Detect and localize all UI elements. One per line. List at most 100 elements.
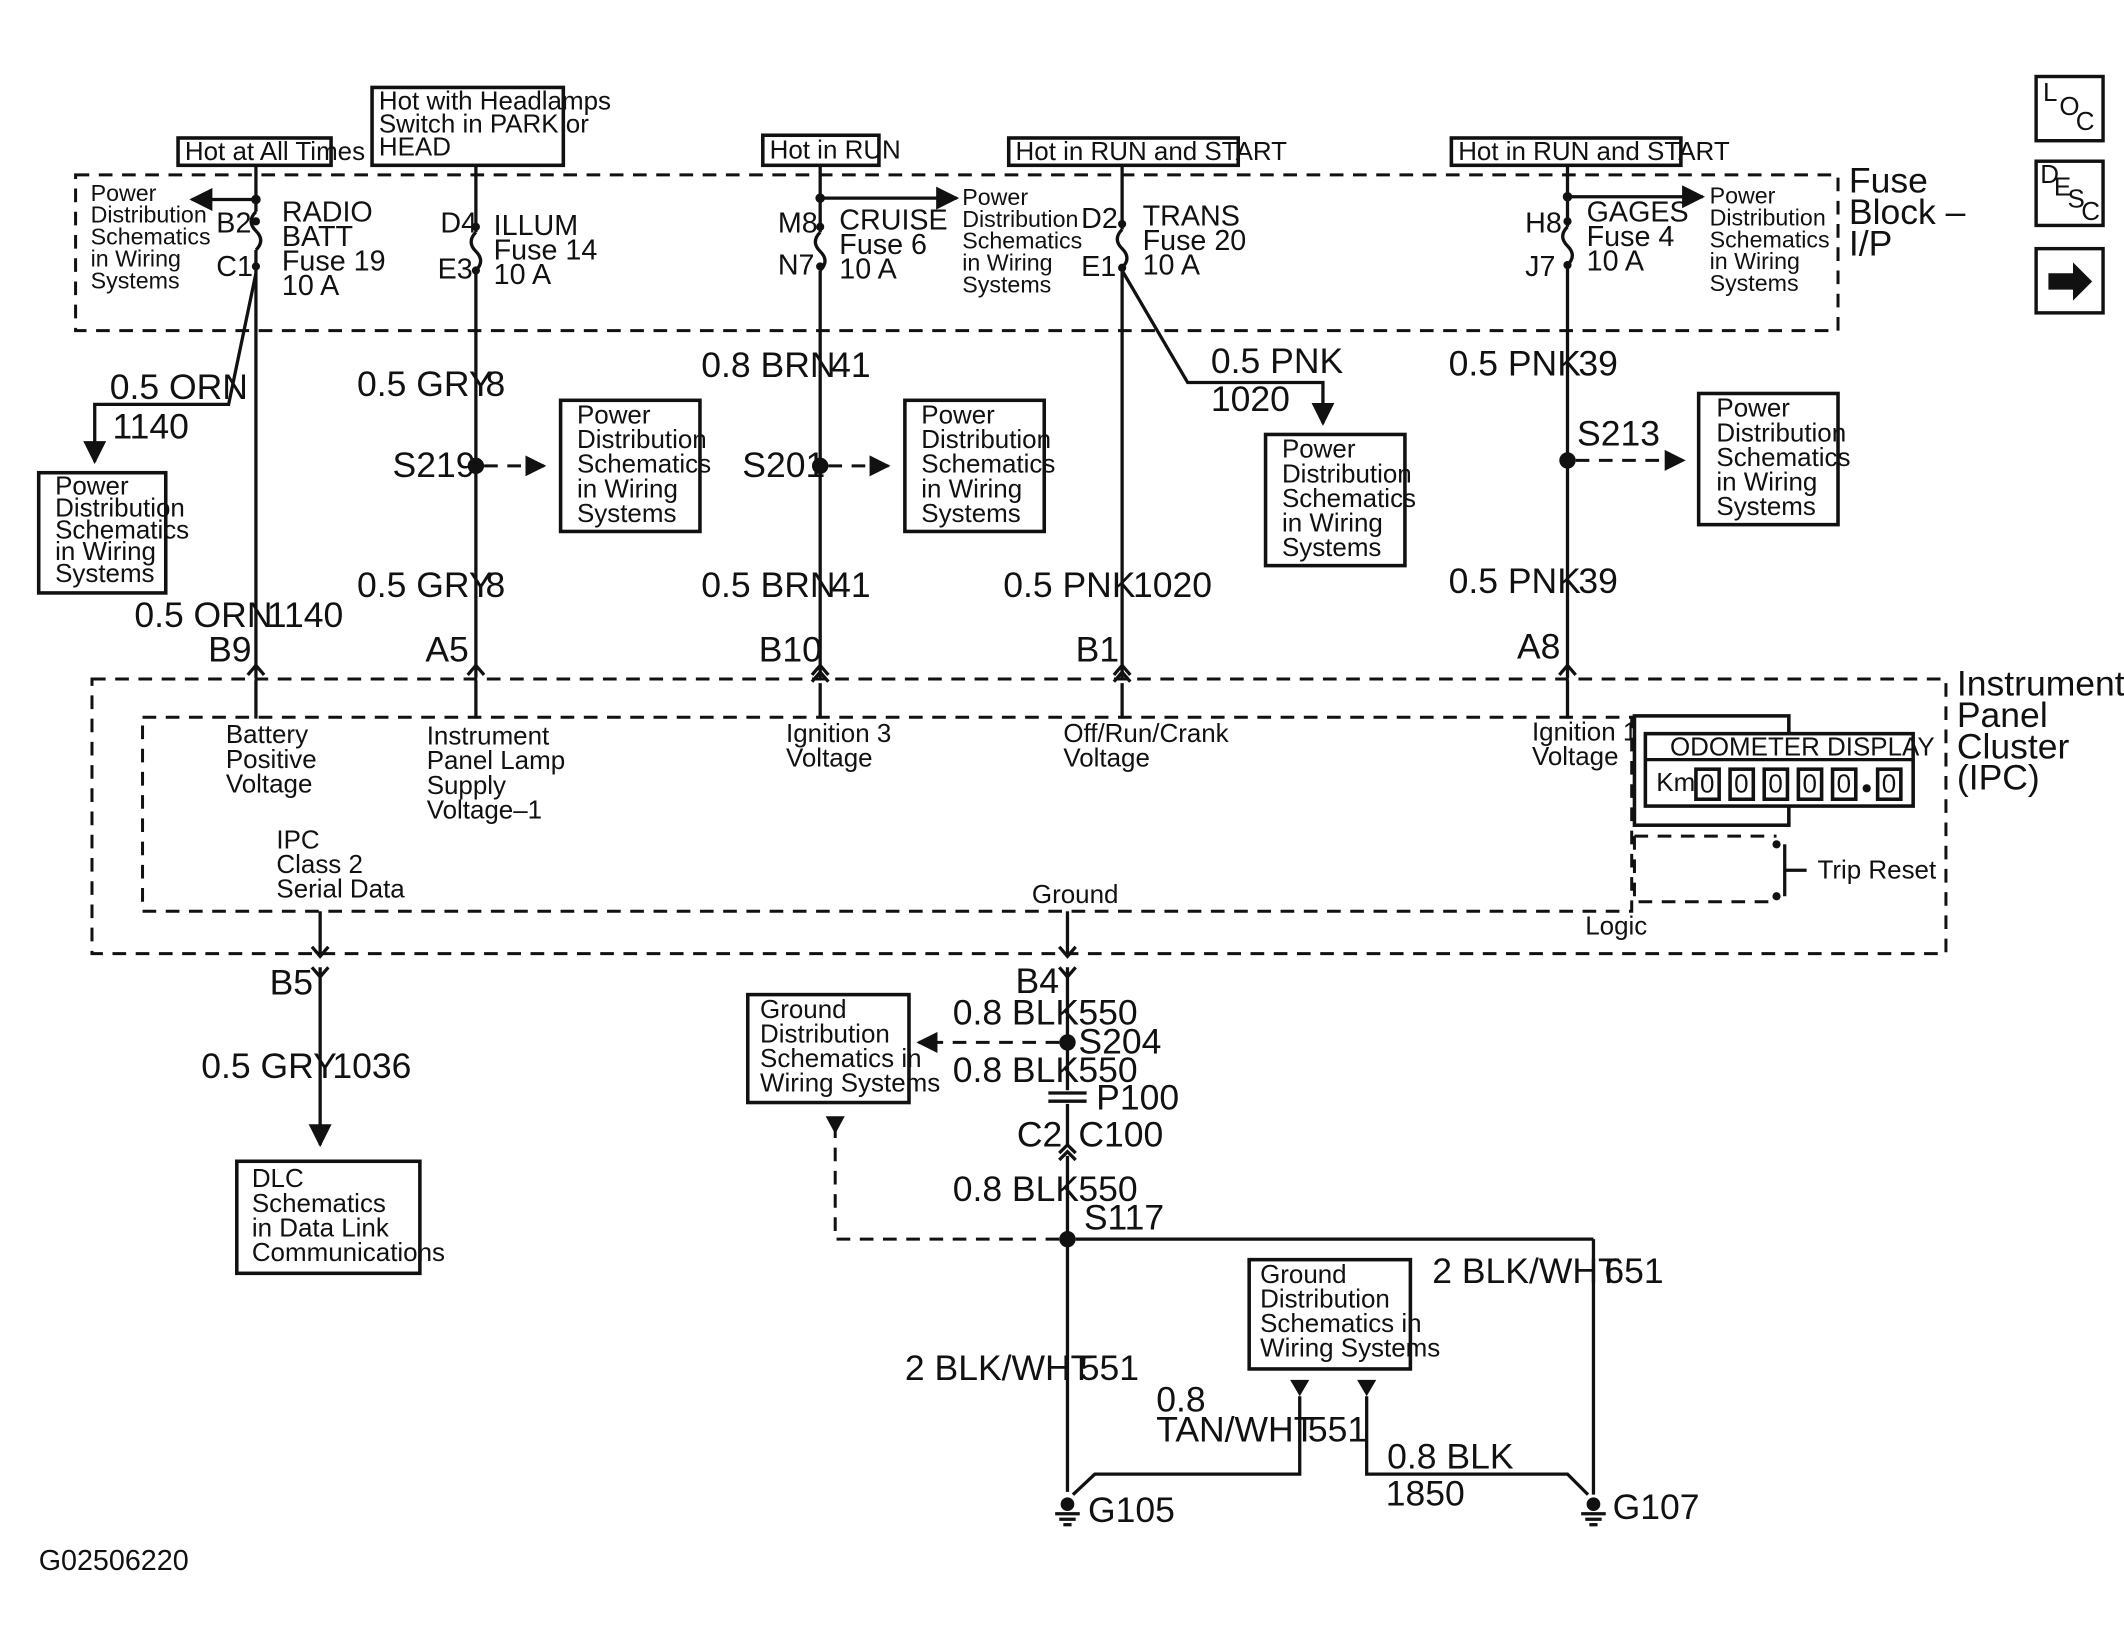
- svg-text:A5: A5: [425, 629, 468, 669]
- svg-text:10 A: 10 A: [1143, 250, 1201, 282]
- trip-reset-switch: Trip Reset: [1632, 834, 1937, 904]
- svg-text:Distribution: Distribution: [760, 1020, 890, 1048]
- ipc-input-battery: Battery Positive Voltage: [226, 721, 317, 798]
- svg-text:in Wiring: in Wiring: [1282, 509, 1383, 537]
- svg-text:Voltage: Voltage: [226, 770, 313, 798]
- ipc-input-ign1: Ignition 1 Voltage: [1532, 718, 1637, 771]
- splice-s213: S213: [1559, 413, 1686, 471]
- svg-text:C2: C2: [1017, 1114, 1062, 1154]
- svg-text:Distribution: Distribution: [921, 426, 1051, 454]
- power-dist-box-s201: Power Distribution Schematics in Wiring …: [903, 398, 1055, 534]
- svg-text:41: 41: [831, 345, 871, 385]
- hot-label-headlamps: Hot with Headlamps Switch in PARK or HEA…: [370, 85, 611, 168]
- splice-s201: S201: [742, 445, 891, 485]
- svg-text:Distribution: Distribution: [1710, 204, 1826, 230]
- fuse-block-label: Fuse Block – I/P: [1849, 161, 1966, 264]
- svg-text:Hot with Headlamps: Hot with Headlamps: [379, 87, 611, 115]
- svg-text:Fuse: Fuse: [1849, 161, 1928, 201]
- dlc-box: DLC Schematics in Data Link Communicatio…: [235, 1159, 445, 1276]
- ipc-logic-label: Logic: [1585, 912, 1647, 940]
- svg-text:G105: G105: [1088, 1490, 1175, 1530]
- svg-text:BATT: BATT: [282, 221, 353, 253]
- svg-text:41: 41: [831, 565, 871, 605]
- svg-text:10 A: 10 A: [839, 254, 897, 286]
- svg-text:1020: 1020: [1133, 565, 1212, 605]
- ipc-input-offrun: Off/Run/Crank Voltage: [1063, 720, 1228, 773]
- svg-text:Class 2: Class 2: [276, 851, 363, 879]
- power-dist-note-cruise: Power Distribution Schematics in Wiring …: [962, 184, 1082, 297]
- ipc-inner-boundary: [141, 715, 1634, 913]
- svg-text:Voltage: Voltage: [1532, 743, 1619, 771]
- odometer-digits: 0 0 0 0 0 0: [1694, 767, 1903, 802]
- svg-text:0.5 ORN: 0.5 ORN: [110, 367, 248, 407]
- svg-text:D: D: [2040, 161, 2059, 189]
- svg-text:IPC: IPC: [276, 826, 319, 854]
- svg-text:Schematics in: Schematics in: [760, 1045, 921, 1073]
- svg-text:CRUISE: CRUISE: [839, 205, 947, 237]
- wire-label-pnk-39: 0.5 PNK 39 0.5 PNK 39 A8: [1449, 344, 1618, 667]
- svg-text:in Wiring: in Wiring: [1710, 248, 1800, 274]
- hot-label-run: Hot in RUN: [761, 133, 901, 168]
- svg-text:TRANS: TRANS: [1143, 200, 1240, 232]
- svg-text:Systems: Systems: [55, 560, 154, 588]
- fuse-block-boundary: [74, 173, 1840, 333]
- svg-text:O: O: [2059, 93, 2079, 121]
- ground-main-line: B4 0.8 BLK 550 0.8 BLK 550 P100 C2 C100 …: [953, 911, 1179, 1492]
- svg-text:B10: B10: [759, 629, 822, 669]
- svg-text:0.8 BLK: 0.8 BLK: [953, 1050, 1080, 1090]
- wire-1020-branch: 0.5 PNK 1020: [1120, 269, 1343, 426]
- fuse-gages: H8 J7 GAGES Fuse 4 10 A: [1525, 165, 1706, 678]
- odometer-digit: 0: [1768, 770, 1782, 798]
- ipc-input-ign3: Ignition 3 Voltage: [786, 720, 891, 773]
- svg-text:Hot in RUN and START: Hot in RUN and START: [1458, 138, 1730, 166]
- hot-label-run-start-trans: Hot in RUN and START: [1006, 136, 1287, 168]
- svg-text:GAGES: GAGES: [1587, 196, 1689, 228]
- svg-text:1036: 1036: [332, 1046, 411, 1086]
- odometer-digit: 0: [1802, 770, 1816, 798]
- right-arrow-icon[interactable]: [2034, 246, 2105, 315]
- svg-text:Schematics: Schematics: [1282, 485, 1416, 513]
- svg-text:Schematics: Schematics: [1716, 444, 1850, 472]
- svg-text:C100: C100: [1078, 1114, 1163, 1154]
- svg-text:Ignition 3: Ignition 3: [786, 720, 891, 748]
- power-dist-note-gages: Power Distribution Schematics in Wiring …: [1710, 183, 1830, 296]
- svg-text:0.5 PNK: 0.5 PNK: [1449, 561, 1582, 601]
- desc-icon[interactable]: D E S C: [2034, 159, 2105, 228]
- power-dist-note-radio: Power Distribution Schematics in Wiring …: [91, 180, 211, 293]
- svg-text:H8: H8: [1525, 207, 1562, 239]
- loc-icon[interactable]: L O C: [2034, 74, 2105, 143]
- svg-text:Systems: Systems: [1710, 270, 1799, 296]
- svg-text:in Wiring: in Wiring: [1716, 468, 1817, 496]
- svg-text:Trip Reset: Trip Reset: [1818, 856, 1937, 884]
- svg-text:Systems: Systems: [962, 271, 1051, 297]
- wire-label-blkwht: 2 BLK/WHT 551 2 BLK/WHT 651: [905, 1251, 1664, 1388]
- svg-text:Off/Run/Crank: Off/Run/Crank: [1063, 720, 1228, 748]
- svg-text:2 BLK/WHT: 2 BLK/WHT: [1432, 1251, 1619, 1291]
- svg-text:Power: Power: [55, 473, 129, 501]
- svg-text:Panel: Panel: [1957, 695, 2048, 735]
- odometer-digit: 0: [1734, 770, 1748, 798]
- svg-text:0.5 GRY: 0.5 GRY: [201, 1046, 337, 1086]
- svg-text:10 A: 10 A: [494, 259, 552, 291]
- svg-text:in Data Link: in Data Link: [252, 1214, 389, 1242]
- serial-data-line: B5 0.5 GRY 1036: [201, 911, 411, 1148]
- svg-text:Power: Power: [962, 184, 1028, 210]
- svg-text:Distribution: Distribution: [1260, 1285, 1390, 1313]
- svg-text:Schematics: Schematics: [252, 1190, 386, 1218]
- svg-text:L: L: [2043, 79, 2057, 107]
- svg-text:Distribution: Distribution: [1282, 460, 1412, 488]
- svg-text:Power: Power: [1710, 183, 1776, 209]
- fuse-trans: D2 E1 TRANS Fuse 20 10 A: [1081, 165, 1246, 678]
- svg-text:2 BLK/WHT: 2 BLK/WHT: [905, 1348, 1092, 1388]
- svg-text:Schematics: Schematics: [1710, 226, 1830, 252]
- svg-text:0.8: 0.8: [1156, 1379, 1205, 1419]
- svg-text:Systems: Systems: [921, 500, 1020, 528]
- svg-text:S201: S201: [742, 445, 825, 485]
- svg-text:A8: A8: [1517, 627, 1560, 667]
- fuse-radio-batt: B2 C1 RADIO BATT Fuse 19 10 A: [189, 165, 386, 678]
- svg-text:Serial Data: Serial Data: [276, 876, 405, 904]
- svg-text:8: 8: [485, 565, 505, 605]
- svg-text:RADIO: RADIO: [282, 196, 373, 228]
- wire-label-pnk-1020: 0.5 PNK 1020 B1: [1003, 565, 1212, 669]
- svg-text:651: 651: [1604, 1251, 1663, 1291]
